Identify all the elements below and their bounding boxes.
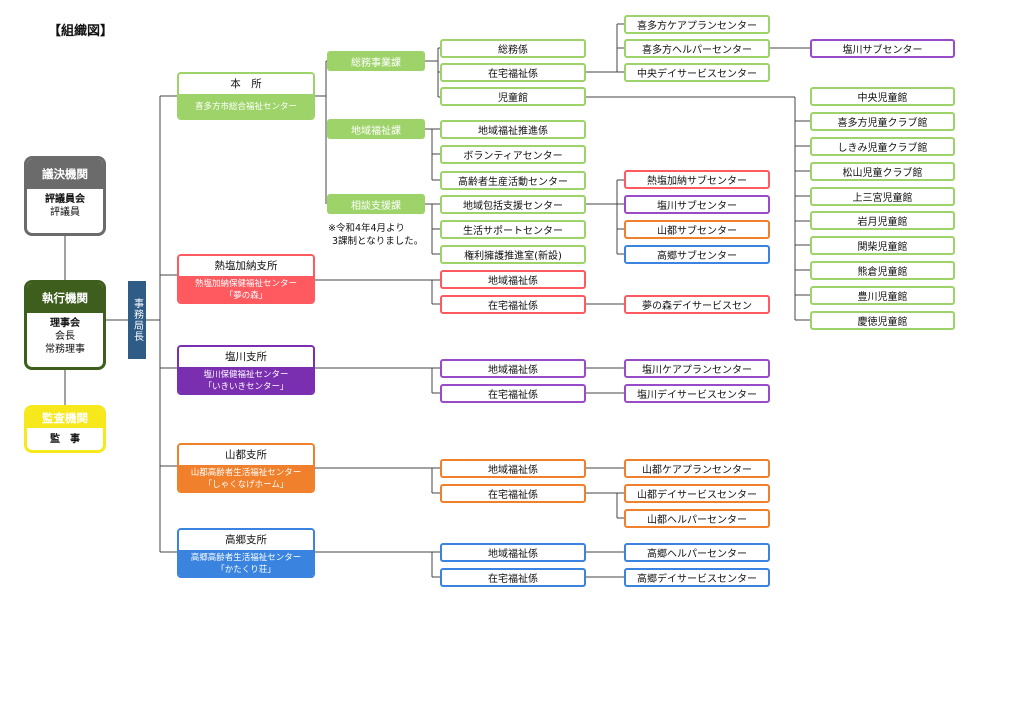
svc-yamato-helper: 山都ヘルパーセンター (624, 509, 770, 528)
jidokan-item: 慶徳児童館 (810, 311, 955, 330)
branch-honsho-sub: 喜多方市総合福祉センター (194, 102, 297, 112)
branch-yamato-sub1: 山都高齢者生活福祉センター (190, 468, 302, 478)
section-sodan: 相談支援課 (327, 194, 425, 214)
svc-shiokawa-sub-top: 塩川サブセンター (810, 39, 955, 58)
jidokan-item: しきみ児童クラブ館 (810, 137, 955, 156)
branch-atsushio-sub2: 「夢の森」 (224, 291, 268, 301)
unit-jidokan: 児童館 (440, 87, 586, 106)
branch-shiokawa-sub2: 「いきいきセンター」 (203, 382, 289, 392)
unit-shiokawa-zaitaku: 在宅福祉係 (440, 384, 586, 403)
rijikai-label: 理事会 (50, 318, 80, 329)
unit-koureisha: 高齢者生産活動センター (440, 171, 586, 190)
jidokan-item: 上三宮児童館 (810, 187, 955, 206)
kaicho-label: 会長 (55, 331, 75, 342)
unit-atsushio-chiiki: 地域福祉係 (440, 270, 586, 289)
branch-shiokawa-sub1: 塩川保健福祉センター (203, 370, 289, 380)
unit-zaitaku: 在宅福祉係 (440, 63, 586, 82)
svc-takasato-day: 高郷デイサービスセンター (624, 568, 770, 587)
unit-seikatsu: 生活サポートセンター (440, 220, 586, 239)
unit-yamato-chiiki: 地域福祉係 (440, 459, 586, 478)
jidokan-item: 関柴児童館 (810, 236, 955, 255)
svc-kitakata-helper: 喜多方ヘルパーセンター (624, 39, 770, 58)
svc-shiokawa-sub: 塩川サブセンター (624, 195, 770, 214)
unit-takasato-zaitaku: 在宅福祉係 (440, 568, 586, 587)
kansa-kikan-box: 監査機関 監 事 (24, 405, 106, 453)
branch-yamato-title: 山都支所 (179, 445, 313, 465)
svc-kitakata-care: 喜多方ケアプランセンター (624, 15, 770, 34)
reorg-note: ※令和4年4月より 3課制となりました。 (328, 222, 423, 248)
branch-atsushio-title: 熱塩加納支所 (179, 256, 313, 276)
jidokan-item: 岩月児童館 (810, 211, 955, 230)
kanji-label: 監 事 (50, 434, 80, 445)
svc-chuo-day: 中央デイサービスセンター (624, 63, 770, 82)
jidokan-item: 中央児童館 (810, 87, 955, 106)
jidokan-item: 豊川児童館 (810, 286, 955, 305)
svc-yumenomori-day: 夢の森デイサービスセン (624, 295, 770, 314)
jidokan-item: 松山児童クラブ館 (810, 162, 955, 181)
jomu-riji-label: 常務理事 (45, 344, 85, 355)
branch-shiokawa-title: 塩川支所 (179, 347, 313, 367)
unit-somu-kakari: 総務係 (440, 39, 586, 58)
chart-title: 【組織図】 (48, 24, 114, 39)
svc-yamato-day: 山都デイサービスセンター (624, 484, 770, 503)
branch-takasato-sub1: 高郷高齢者生活福祉センター (190, 553, 302, 563)
svc-shiokawa-day: 塩川デイサービスセンター (624, 384, 770, 403)
svc-atsushio-sub: 熱塩加納サブセンター (624, 170, 770, 189)
shikko-header: 執行機関 (27, 283, 103, 313)
branch-atsushio-sub1: 熱塩加納保健福祉センター (194, 279, 297, 289)
branch-shiokawa: 塩川支所 塩川保健福祉センター 「いきいきセンター」 (177, 345, 315, 395)
unit-atsushio-zaitaku: 在宅福祉係 (440, 295, 586, 314)
note-line2: 3課制となりました。 (332, 236, 424, 247)
svc-takasato-sub: 高郷サブセンター (624, 245, 770, 264)
jidokan-item: 熊倉児童館 (810, 261, 955, 280)
branch-honsho: 本 所 喜多方市総合福祉センター (177, 72, 315, 120)
hyogiin-label: 評議員 (50, 207, 80, 218)
shikko-kikan-box: 執行機関 理事会 会長 常務理事 (24, 280, 106, 370)
section-somu: 総務事業課 (327, 51, 425, 71)
svc-takasato-helper: 高郷ヘルパーセンター (624, 543, 770, 562)
svc-shiokawa-care: 塩川ケアプランセンター (624, 359, 770, 378)
unit-chiiki-suishin: 地域福祉推進係 (440, 120, 586, 139)
branch-takasato: 高郷支所 高郷高齢者生活福祉センター 「かたくり荘」 (177, 528, 315, 578)
branch-yamato-sub2: 「しゃくなげホーム」 (203, 480, 289, 490)
unit-houkatsu: 地域包括支援センター (440, 195, 586, 214)
svc-yamato-care: 山都ケアプランセンター (624, 459, 770, 478)
branch-honsho-title: 本 所 (179, 74, 313, 94)
branch-takasato-title: 高郷支所 (179, 530, 313, 550)
unit-takasato-chiiki: 地域福祉係 (440, 543, 586, 562)
giketsu-header: 議決機関 (27, 159, 103, 189)
unit-kenri: 権利擁護推進室(新設) (440, 245, 586, 264)
branch-atsushio: 熱塩加納支所 熱塩加納保健福祉センター 「夢の森」 (177, 254, 315, 304)
jidokan-item: 喜多方児童クラブ館 (810, 112, 955, 131)
section-chiiki: 地域福祉課 (327, 119, 425, 139)
unit-yamato-zaitaku: 在宅福祉係 (440, 484, 586, 503)
branch-takasato-sub2: 「かたくり荘」 (216, 565, 276, 575)
svc-yamato-sub: 山都サブセンター (624, 220, 770, 239)
unit-shiokawa-chiiki: 地域福祉係 (440, 359, 586, 378)
giketsu-kikan-box: 議決機関 評議員会 評議員 (24, 156, 106, 236)
branch-yamato: 山都支所 山都高齢者生活福祉センター 「しゃくなげホーム」 (177, 443, 315, 493)
unit-volunteer: ボランティアセンター (440, 145, 586, 164)
jimukyokucho-box: 事務局長 (128, 281, 146, 359)
kansa-header: 監査機関 (27, 408, 103, 428)
note-line1: ※令和4年4月より (328, 223, 405, 234)
hyogiinkai-label: 評議員会 (45, 194, 85, 205)
